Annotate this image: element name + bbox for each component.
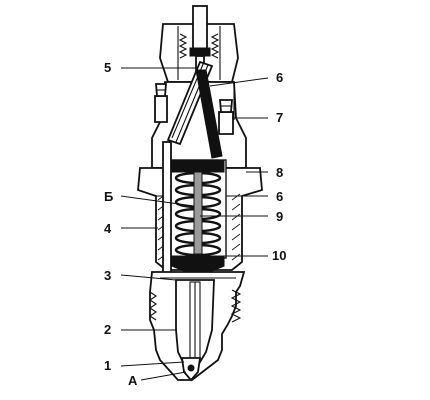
spring-8 <box>174 171 222 257</box>
label-A: А <box>128 373 138 388</box>
label-6-top: 6 <box>276 70 283 85</box>
label-6-mid: 6 <box>276 189 283 204</box>
push-rod-6 <box>195 69 223 159</box>
label-3: 3 <box>104 268 111 283</box>
leader-lines <box>120 67 269 381</box>
label-8: 8 <box>276 165 283 180</box>
right-fitting-7 <box>218 99 234 135</box>
label-4: 4 <box>104 221 112 236</box>
label-10: 10 <box>272 248 286 263</box>
left-fitting <box>154 83 168 123</box>
label-2: 2 <box>104 322 111 337</box>
label-5: 5 <box>104 60 111 75</box>
nozzle-tip-A <box>180 357 202 382</box>
label-9: 9 <box>276 209 283 224</box>
label-B: Б <box>104 189 113 204</box>
spring-seat-10 <box>171 255 225 273</box>
label-7: 7 <box>276 110 283 125</box>
label-1: 1 <box>104 358 111 373</box>
